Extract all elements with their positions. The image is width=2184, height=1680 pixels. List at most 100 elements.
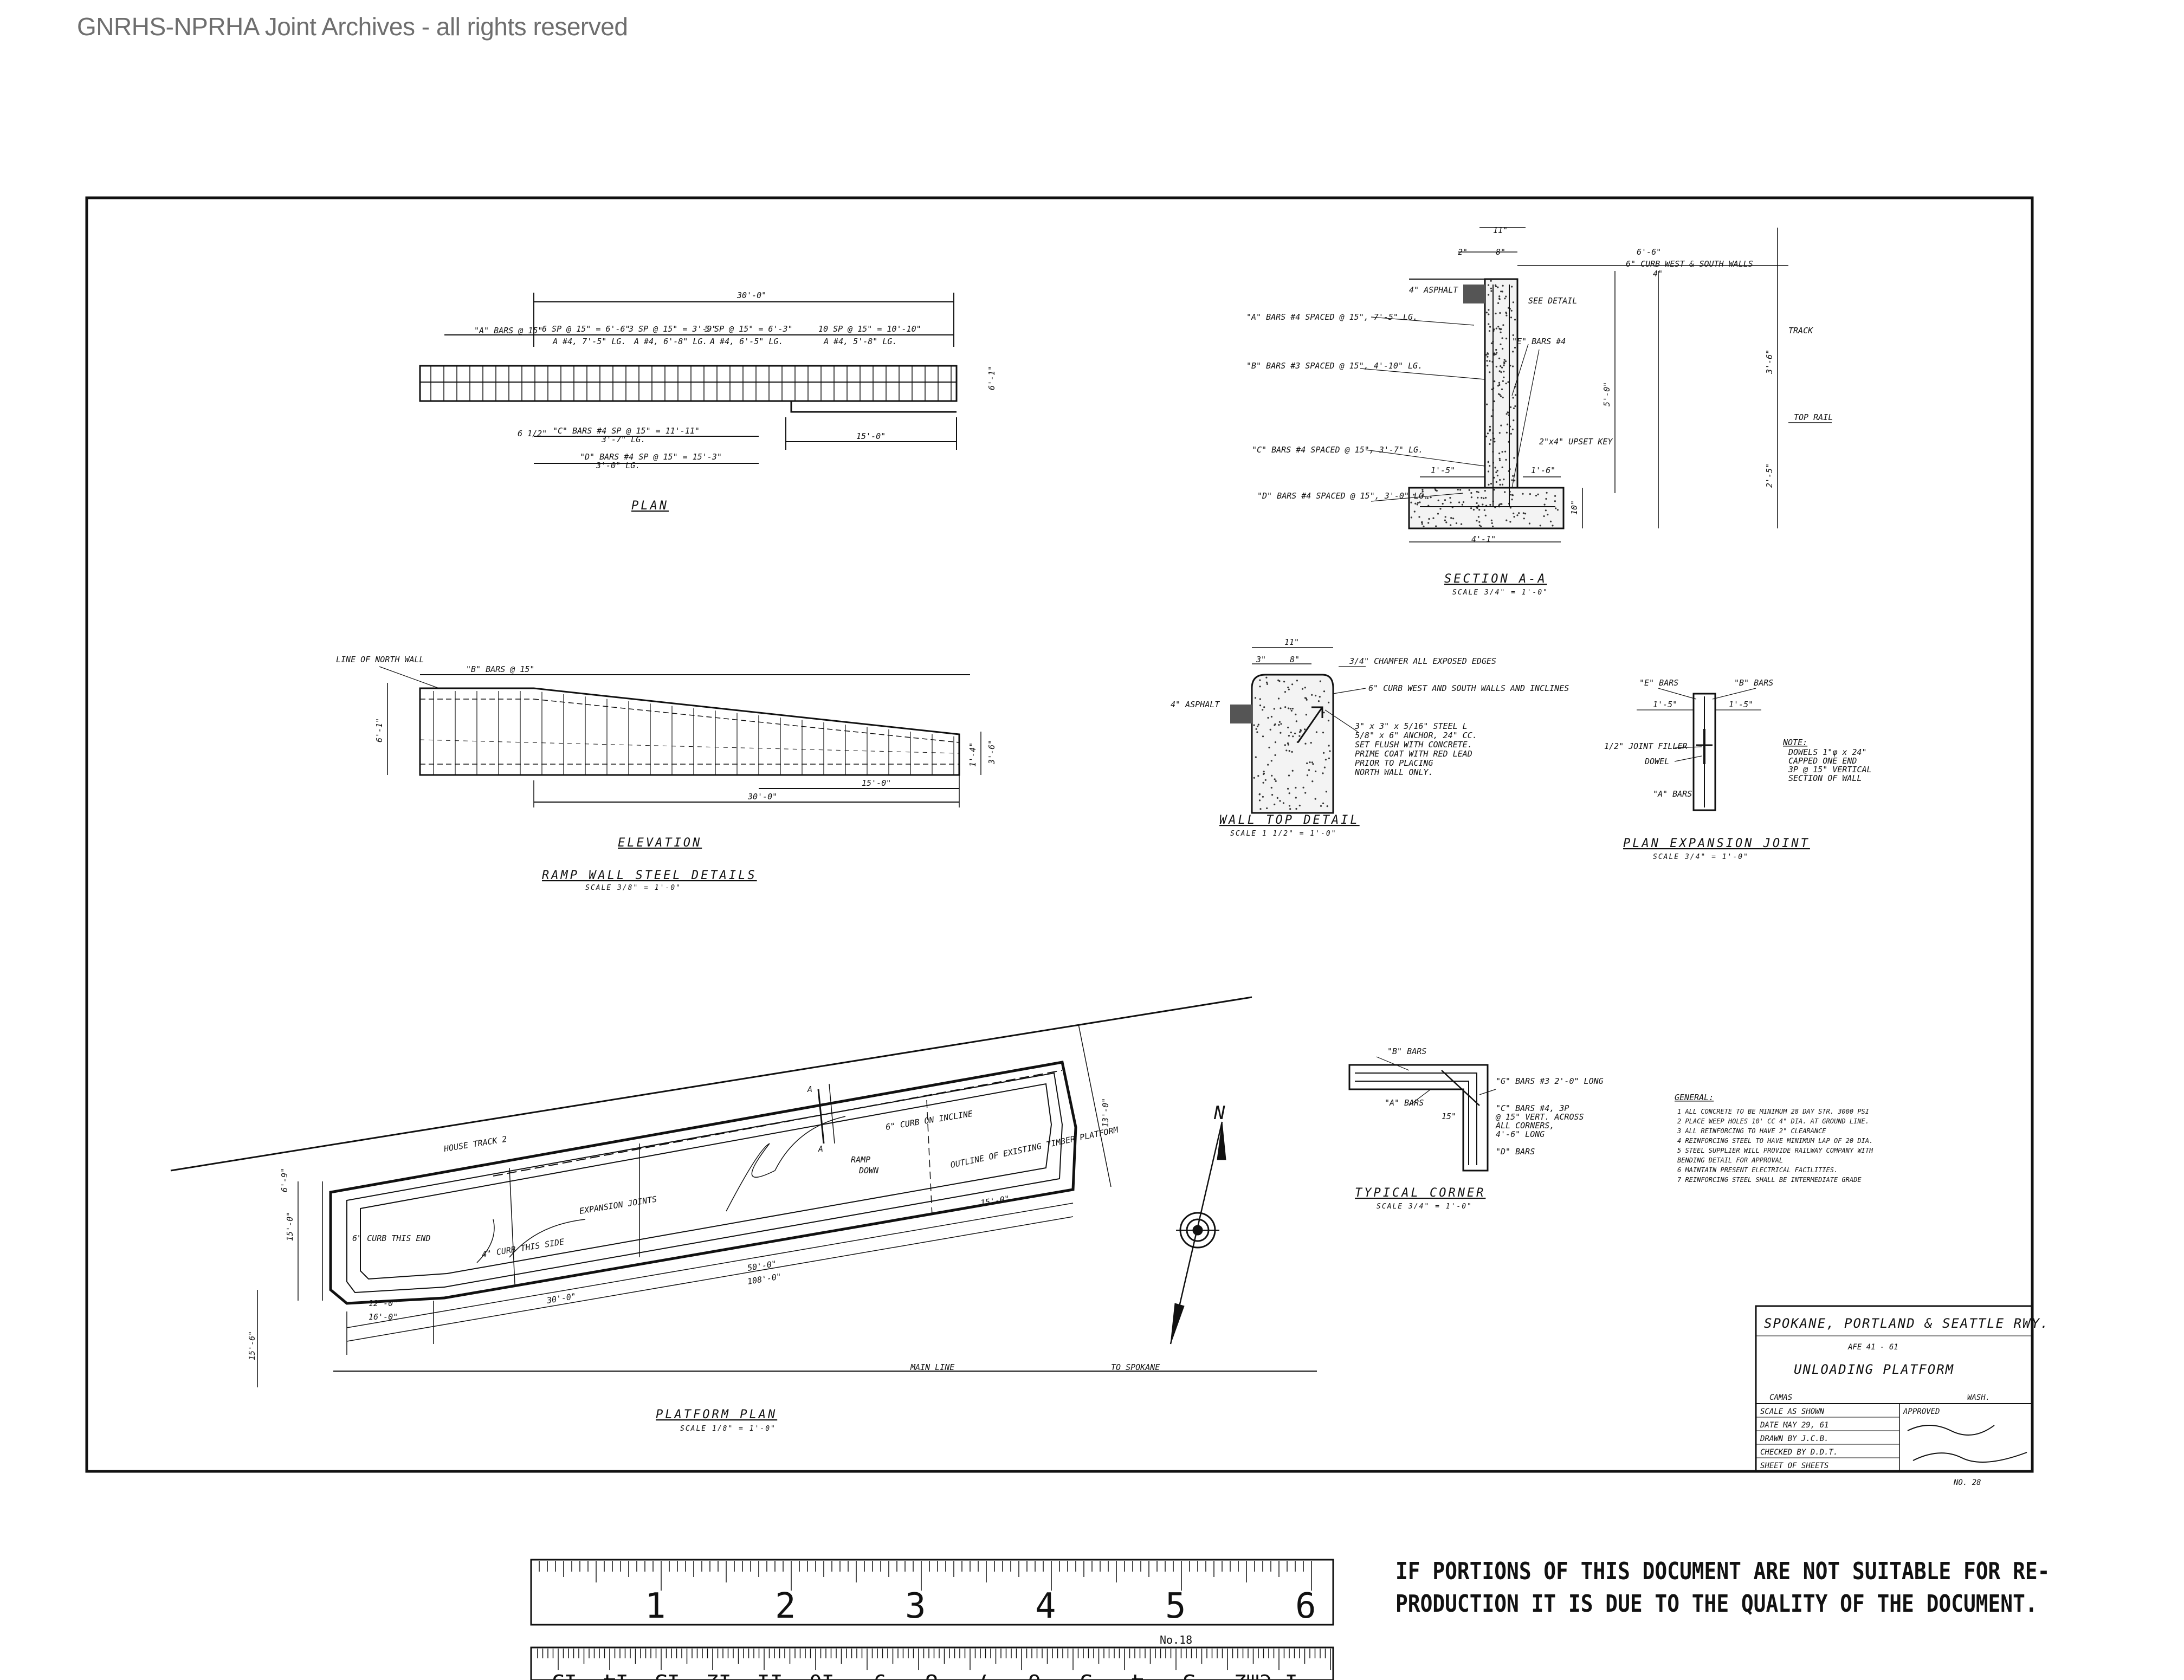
concrete-stipple [1504,491,1506,493]
concrete-stipple [1288,735,1290,737]
general-note-1: 1 ALL CONCRETE TO BE MINIMUM 28 DAY STR.… [1677,1108,1869,1115]
concrete-stipple [1510,406,1512,409]
concrete-stipple [1294,732,1296,734]
concrete-stipple [1470,492,1472,494]
concrete-stipple [1444,519,1446,521]
concrete-stipple [1503,359,1505,361]
concrete-stipple [1493,489,1495,491]
concrete-stipple [1439,508,1442,510]
concrete-stipple [1503,363,1505,365]
concrete-stipple [1289,808,1291,810]
concrete-stipple [1262,796,1264,798]
typical-corner-scale: SCALE 3/4" = 1'-0" [1377,1203,1472,1211]
concrete-stipple [1505,312,1507,314]
concrete-stipple [1539,525,1541,527]
ruler-maker-label: No.18 [1160,1633,1192,1646]
concrete-stipple [1505,314,1508,316]
concrete-stipple [1499,459,1501,462]
elevation-dim-1ft4: 1'-4" [968,742,978,767]
section-dim-8in: 8" [1496,247,1505,257]
plan-dim-30ft: 30'-0" [736,290,766,300]
walltop-dim-8in: 8" [1290,655,1300,664]
concrete-stipple [1444,499,1446,501]
concrete-stipple [1512,334,1514,337]
concrete-stipple [1315,731,1317,733]
concrete-stipple [1274,778,1276,780]
concrete-stipple [1257,775,1259,777]
concrete-stipple [1500,424,1502,427]
concrete-stipple [1511,286,1513,288]
walltop-label-prior: PRIOR TO PLACING [1355,758,1433,768]
concrete-stipple [1497,385,1500,387]
concrete-stipple [1270,715,1272,718]
concrete-stipple [1461,503,1463,506]
concrete-stipple [1512,351,1514,353]
concrete-stipple [1304,697,1307,699]
ruler-inch-label: 3 [905,1586,926,1626]
plan-label-a-bars-2: A #4, 6'-8" LG. [634,337,707,346]
concrete-stipple [1478,521,1481,523]
concrete-stipple [1500,331,1502,333]
concrete-stipple [1270,760,1272,762]
concrete-stipple [1304,728,1306,731]
concrete-stipple [1485,312,1488,314]
concrete-stipple [1500,503,1502,505]
elevation-label-b-bars: "B" BARS @ 15" [466,664,534,674]
section-dim-5ft0: 5'-0" [1602,382,1612,406]
concrete-stipple [1450,501,1452,503]
section-dim-4in: 4" [1653,269,1663,279]
concrete-stipple [1494,441,1496,443]
concrete-stipple [1288,707,1290,709]
concrete-stipple [1509,365,1511,367]
corner-label-c-bars: "C" BARS #4, 3P [1496,1103,1569,1113]
concrete-stipple [1512,397,1514,399]
concrete-stipple [1291,683,1294,686]
corner-label-length: 4'-6" LONG [1496,1129,1545,1139]
concrete-stipple [1492,525,1494,527]
concrete-stipple [1285,749,1288,752]
concrete-stipple [1328,701,1330,703]
corner-label-all-corners: ALL CORNERS, [1495,1121,1554,1130]
elevation-dim-6ft1: 6'-1" [374,718,384,742]
concrete-stipple [1304,792,1307,794]
concrete-stipple [1298,731,1301,733]
concrete-stipple [1288,792,1290,794]
concrete-stipple [1290,709,1293,712]
concrete-stipple [1427,505,1430,507]
concrete-stipple [1509,521,1511,523]
concrete-stipple [1427,522,1430,524]
plan-dim-6half: 6 1/2" [518,429,547,438]
section-label-track: TRACK [1788,326,1813,335]
concrete-stipple [1524,513,1527,515]
concrete-stipple [1501,337,1503,339]
concrete-stipple [1488,284,1490,286]
concrete-stipple [1498,432,1501,434]
concrete-stipple [1284,691,1287,693]
concrete-stipple [1259,808,1262,810]
general-note-3: 3 ALL REINFORCING TO HAVE 2" CLEARANCE [1677,1127,1826,1135]
corner-label-b-bars: "B" BARS [1387,1046,1426,1056]
concrete-stipple [1505,519,1508,521]
platform-dim-12ft: 12'-0" [369,1298,398,1308]
concrete-stipple [1311,780,1314,783]
concrete-stipple [1477,516,1479,518]
elevation-view [379,666,981,807]
platform-plan-scale: SCALE 1/8" = 1'-0" [680,1425,776,1433]
ruler-cm-label: 14 [603,1669,629,1680]
concrete-stipple [1484,490,1486,492]
platform-dim-15ft-a: 15'-0" [285,1212,295,1241]
walltop-label-flush: SET FLUSH WITH CONCRETE. [1355,740,1472,749]
concrete-stipple [1437,499,1439,501]
concrete-stipple [1449,497,1451,499]
concrete-stipple [1267,716,1269,719]
title-block-sheet: SHEET OF SHEETS [1760,1462,1828,1470]
concrete-stipple [1327,720,1330,722]
concrete-stipple [1503,364,1505,366]
concrete-stipple [1491,388,1493,391]
concrete-stipple [1500,395,1502,397]
title-block-location: CAMAS [1769,1393,1792,1402]
platform-label-main-line: MAIN LINE [910,1362,954,1372]
concrete-stipple [1513,407,1515,409]
section-label-d-bars: "D" BARS #4 SPACED @ 15", 3'-0" LG. [1257,491,1429,501]
concrete-stipple [1450,517,1452,519]
